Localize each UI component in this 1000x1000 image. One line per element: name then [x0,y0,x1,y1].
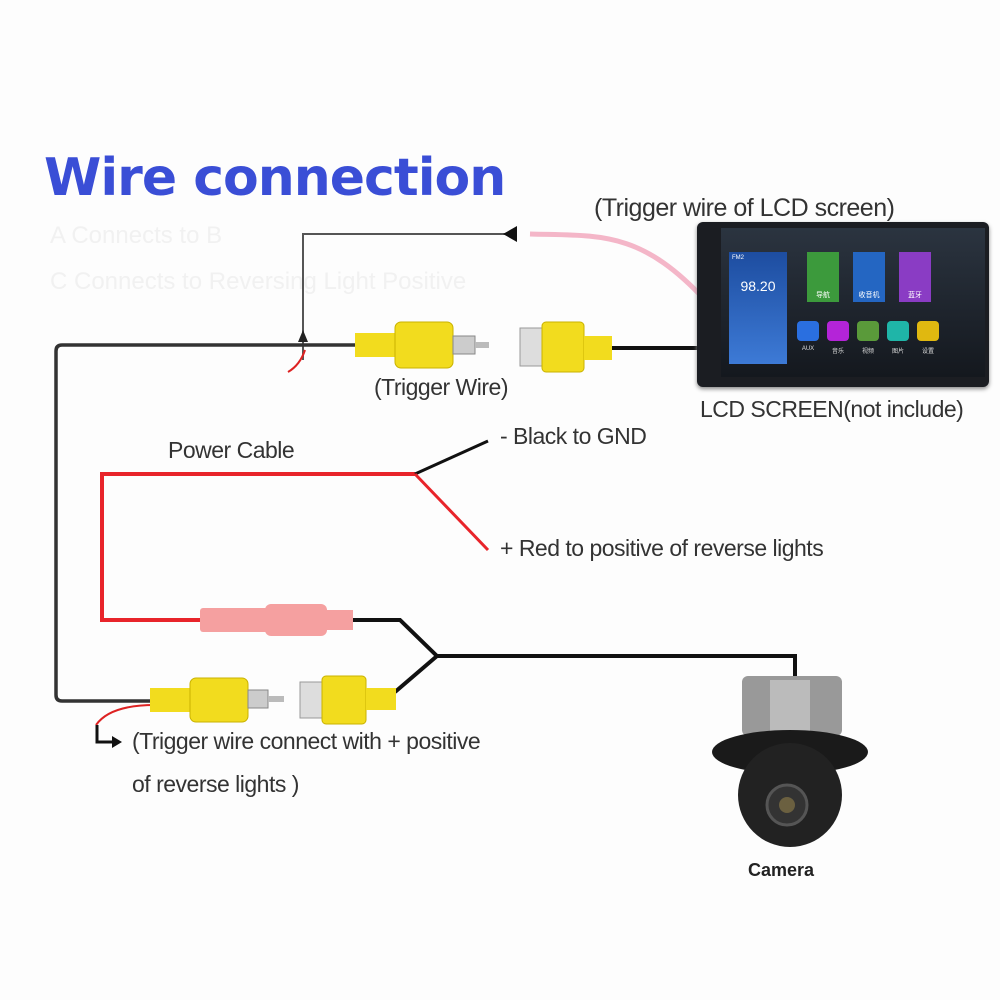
trigger-line [302,233,505,360]
label-lcd-trigger: (Trigger wire of LCD screen) [594,194,895,222]
label-camera: Camera [748,860,815,880]
label-trigger-connect-2: of reverse lights ) [132,771,299,797]
video-cable-black [54,343,360,703]
radio-band: FM2 [732,255,744,261]
rca-male-connector-bottom [150,677,284,723]
label-trigger-wire: (Trigger Wire) [374,374,508,400]
black-gnd-wire [414,439,489,476]
icon-label: 图片 [891,349,904,355]
arrow-up-icon [298,330,308,342]
lcd-screen-image: FM2 98.20 导航 收音机 蓝牙 AUX 音乐 视频 图片 设置 [697,222,989,387]
rca-female-connector-top [519,321,612,373]
pink-trigger-wire [529,231,707,302]
red-positive-wire [413,472,490,552]
app-radio: 收音机 [853,252,885,302]
video-icon [857,321,879,341]
power-cable-red [100,472,415,622]
faint-note: C Connects to Reversing Light Positive [50,268,467,295]
music-icon [827,321,849,341]
icon-label: 音乐 [831,349,844,355]
aux-icon [797,321,819,341]
rca-male-connector-top [355,321,489,369]
icon-label: AUX [801,346,815,352]
label-black-gnd: - Black to GND [500,423,647,449]
app-navigation: 导航 [807,252,839,302]
arrow-left-icon [503,226,517,242]
arrow-right-icon [112,736,122,748]
label-power-cable: Power Cable [168,437,295,463]
radio-widget: FM2 98.20 [729,252,787,364]
page-title: Wire connection [44,148,506,208]
icon-label: 视频 [861,349,874,355]
app-bluetooth: 蓝牙 [899,252,931,302]
faint-note: A Connects to B [50,222,223,249]
icon-label: 设置 [921,349,934,355]
radio-frequency: 98.20 [740,278,776,294]
power-connector [200,604,353,636]
label-lcd-screen: LCD SCREEN(not include) [700,396,964,422]
label-trigger-connect: (Trigger wire connect with + positive [132,728,481,754]
settings-icon [917,321,939,341]
rca-female-connector-bottom [299,675,396,725]
camera-image [712,676,868,847]
picture-icon [887,321,909,341]
label-red-positive: + Red to positive of reverse lights [500,535,824,561]
